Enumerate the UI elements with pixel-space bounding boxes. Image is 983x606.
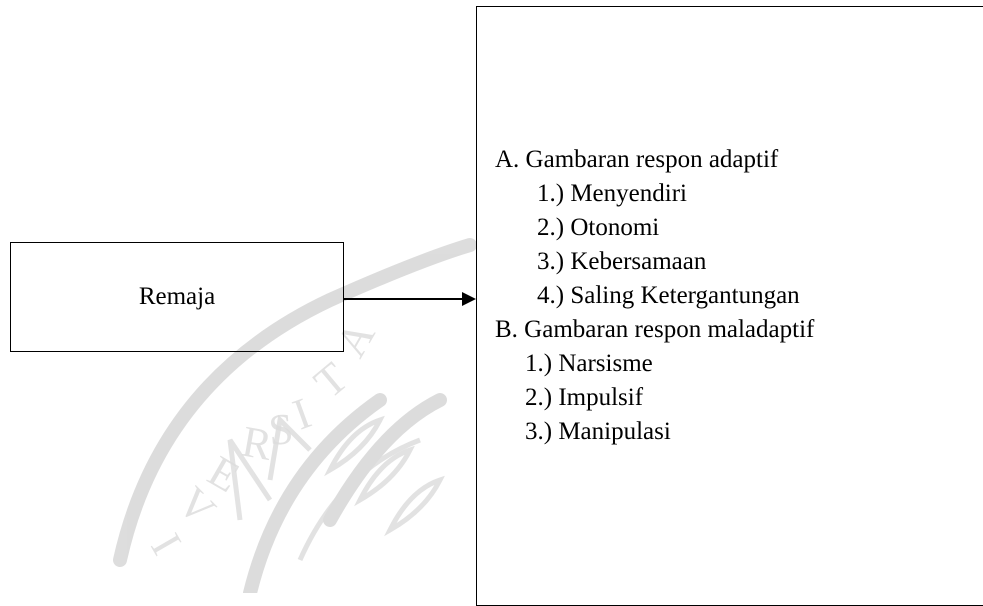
- watermark-letter: T: [305, 353, 357, 408]
- watermark-letter: V: [168, 477, 225, 534]
- remaja-node: Remaja: [10, 242, 344, 352]
- watermark-letter: I: [141, 526, 191, 563]
- list-item: 2.) Otonomi: [537, 214, 660, 241]
- response-list: A. Gambaran respon adaptif 1.) Menyendir…: [495, 143, 814, 449]
- section-heading-adaptive: A. Gambaran respon adaptif: [495, 146, 779, 173]
- list-item: 3.) Manipulasi: [525, 418, 671, 445]
- connector-arrow: [344, 292, 476, 306]
- watermark-letter: I: [287, 388, 318, 439]
- watermark-letter: S: [267, 404, 296, 455]
- list-item: 2.) Impulsif: [525, 384, 644, 411]
- arrowhead-icon: [462, 292, 476, 306]
- watermark-letter: E: [200, 446, 248, 502]
- remaja-label: Remaja: [138, 283, 216, 310]
- section-heading-maladaptive: B. Gambaran respon maladaptif: [495, 316, 815, 343]
- watermark-letter: R: [238, 417, 276, 470]
- list-item: 1.) Narsisme: [525, 350, 653, 377]
- list-item: 4.) Saling Ketergantungan: [537, 282, 800, 309]
- list-item: 3.) Kebersamaan: [537, 248, 707, 275]
- list-item: 1.) Menyendiri: [537, 180, 687, 207]
